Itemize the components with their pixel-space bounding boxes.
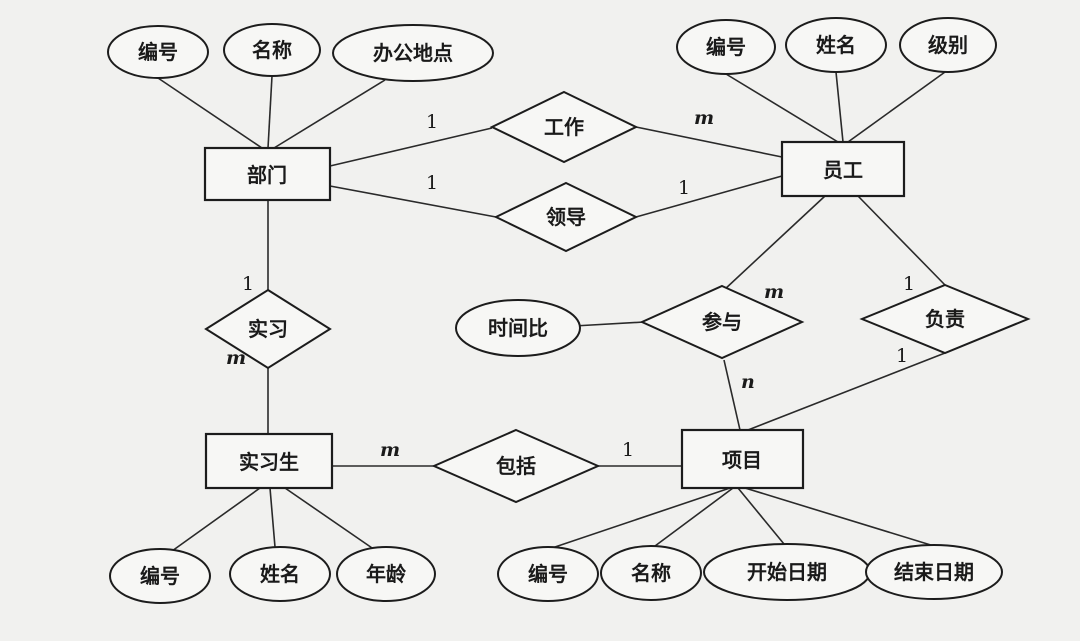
attribute-dept-office: 办公地点: [332, 24, 494, 82]
card-include-intern: m: [380, 439, 400, 461]
attribute-intern-id: 编号: [109, 548, 211, 604]
edge-emp-id: [725, 73, 839, 143]
attribute-proj-id-label: 编号: [528, 562, 568, 586]
edge-timeratio-participate: [573, 321, 645, 327]
relationship-responsible-label: 负责: [925, 307, 965, 331]
attribute-proj-id: 编号: [497, 546, 599, 602]
edge-proj-end: [744, 487, 935, 547]
cardinalities: 1 m 1 1 1 m m n 1 1 m 1: [226, 107, 915, 461]
entity-employee-label: 员工: [823, 158, 863, 182]
entity-project-label: 项目: [722, 448, 762, 472]
attribute-intern-age: 年龄: [336, 546, 436, 602]
attribute-proj-name-label: 名称: [631, 561, 671, 585]
attribute-intern-name-label: 姓名: [260, 562, 300, 586]
edge-dept-lead: [329, 185, 497, 218]
edge-proj-name: [654, 487, 734, 547]
edge-emp-participate: [723, 195, 826, 291]
attribute-emp-level: 级别: [899, 17, 997, 73]
attribute-proj-end: 结束日期: [865, 544, 1003, 600]
card-responsible-emp: 1: [903, 273, 915, 295]
edge-responsible-proj: [747, 352, 946, 431]
attribute-time-ratio: 时间比: [455, 299, 581, 357]
edge-emp-responsible: [857, 195, 946, 286]
entity-intern-label: 实习生: [239, 450, 299, 474]
edge-dept-work: [329, 127, 493, 167]
entity-department: 部门: [203, 146, 332, 202]
attribute-intern-id-label: 编号: [140, 564, 180, 588]
attribute-proj-name: 名称: [600, 545, 702, 601]
edge-lead-emp: [635, 175, 783, 218]
relationship-internship: 实习: [204, 288, 332, 370]
attribute-time-ratio-label: 时间比: [488, 316, 548, 340]
attribute-emp-name: 姓名: [785, 17, 887, 73]
edge-emp-name: [835, 71, 844, 143]
relationship-internship-label: 实习: [248, 317, 288, 341]
attribute-emp-id: 编号: [676, 19, 776, 75]
relationship-participate: 参与: [639, 284, 805, 360]
entity-department-label: 部门: [247, 163, 287, 187]
attribute-emp-id-label: 编号: [706, 35, 746, 59]
entity-employee: 员工: [780, 140, 906, 198]
attribute-dept-name-label: 名称: [252, 38, 292, 62]
relationship-include: 包括: [431, 428, 601, 504]
edges: [157, 71, 946, 552]
attribute-proj-end-label: 结束日期: [894, 560, 974, 584]
card-participate-proj: n: [741, 371, 755, 393]
edge-work-emp: [635, 126, 783, 158]
card-include-proj: 1: [622, 439, 634, 461]
relationship-lead: 领导: [493, 181, 639, 253]
attribute-intern-age-label: 年龄: [366, 562, 407, 586]
relationship-responsible: 负责: [859, 283, 1031, 355]
card-responsible-proj: 1: [896, 345, 908, 367]
edge-intern-id: [171, 487, 261, 552]
edge-proj-id: [551, 487, 731, 549]
card-internship-intern: m: [226, 347, 246, 369]
attribute-dept-id: 编号: [107, 25, 209, 79]
edge-dept-name: [267, 75, 273, 149]
card-lead-dept: 1: [426, 172, 438, 194]
card-internship-dept: 1: [242, 273, 254, 295]
card-lead-emp: 1: [678, 177, 690, 199]
relationship-work-label: 工作: [544, 115, 584, 139]
edge-participate-proj: [723, 359, 741, 431]
attribute-dept-id-label: 编号: [138, 40, 178, 64]
relationship-participate-label: 参与: [702, 310, 742, 334]
attribute-proj-start-label: 开始日期: [747, 560, 827, 584]
edge-dept-id: [157, 77, 263, 149]
edge-emp-level: [847, 71, 946, 143]
relationship-lead-label: 领导: [546, 205, 586, 229]
edge-intern-name: [269, 487, 276, 548]
attribute-dept-office-label: 办公地点: [373, 41, 453, 65]
attribute-proj-start: 开始日期: [703, 543, 871, 601]
edge-dept-office: [273, 79, 386, 149]
attribute-emp-name-label: 姓名: [816, 33, 856, 57]
relationship-include-label: 包括: [496, 454, 536, 478]
attribute-intern-name: 姓名: [229, 546, 331, 602]
edge-intern-age: [284, 487, 376, 551]
card-work-dept: 1: [426, 111, 438, 133]
attribute-emp-level-label: 级别: [928, 33, 968, 57]
card-work-emp: m: [694, 107, 714, 129]
entity-project: 项目: [680, 428, 805, 490]
edge-proj-start: [737, 487, 785, 545]
entity-intern: 实习生: [204, 432, 334, 490]
card-participate-emp: m: [764, 281, 784, 303]
relationship-work: 工作: [489, 90, 639, 164]
attribute-dept-name: 名称: [223, 23, 321, 77]
